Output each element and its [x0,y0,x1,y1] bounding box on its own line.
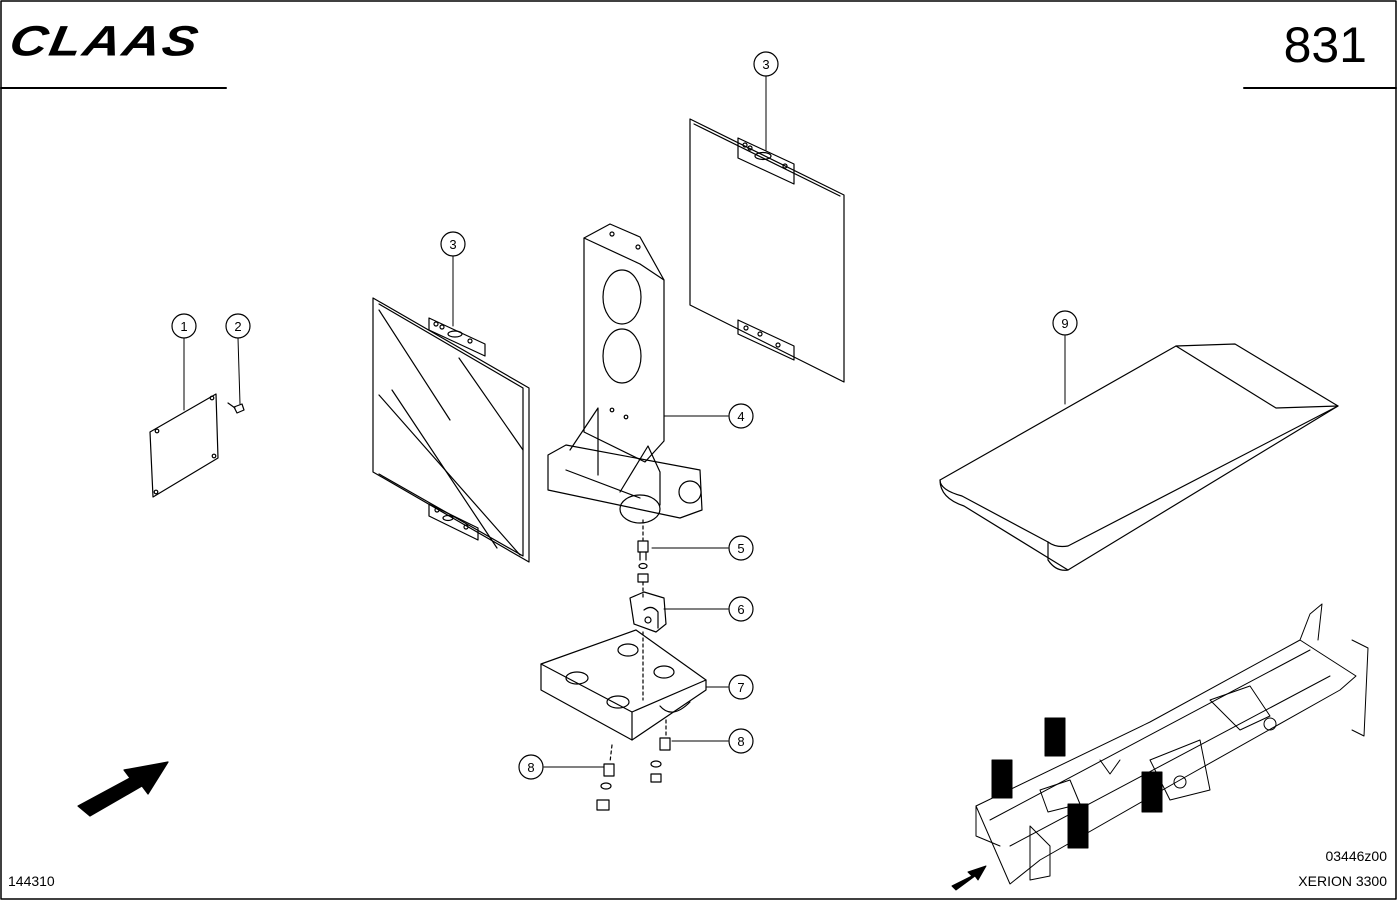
direction-arrow [77,761,169,817]
callout-8-left: 8 [527,760,534,775]
part-5-bolt [637,540,649,583]
part-3-mirror-right [689,118,845,383]
part-6-clamp [629,591,667,633]
assembly-axes [609,519,667,763]
callout-1: 1 [180,319,187,334]
model-name: XERION 3300 [1298,873,1387,889]
page-number: 831 [1283,17,1367,73]
part-7-base-plate [540,629,707,741]
part-4-bracket [547,223,703,524]
callout-3-right: 3 [762,57,769,72]
callout-6: 6 [737,602,744,617]
callout-numbers: 1 2 3 3 4 5 6 7 8 8 9 [180,57,1068,775]
callout-8-right: 8 [737,734,744,749]
part-2-screw [227,402,245,414]
drawing-code: 03446z00 [1325,848,1387,864]
part-1-plate [149,393,219,498]
part-9-pad [939,343,1339,571]
sheet-code: 144310 [8,873,55,889]
chassis-overview [951,603,1369,891]
callout-9: 9 [1061,316,1068,331]
part-3-mirror-left [372,297,530,563]
callout-2: 2 [234,319,241,334]
callout-leaders [183,75,1066,768]
callout-3-left: 3 [449,237,456,252]
callout-7: 7 [737,680,744,695]
part-8-fasteners [596,737,671,811]
callout-circles [171,51,1078,780]
callout-5: 5 [737,541,744,556]
callout-4: 4 [737,409,744,424]
